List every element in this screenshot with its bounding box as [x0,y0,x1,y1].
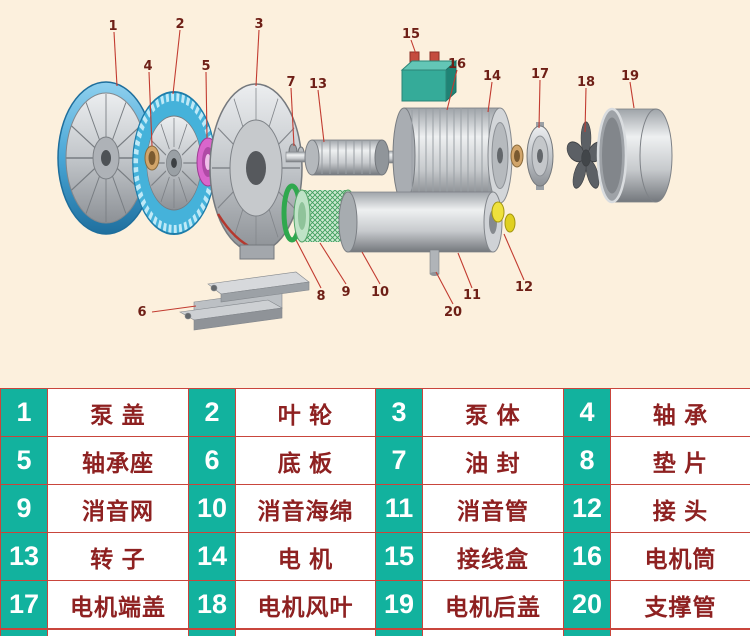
part-name-cell: 消音网 [48,485,189,533]
part-number-cell: 1 [1,389,48,437]
callout-5: 5 [201,59,210,74]
part-name-cell: 轴承座 [48,437,189,485]
parts-table-partial-row [0,629,750,636]
part-muffler-pipe [338,191,503,253]
part-number-cell: 13 [1,533,48,581]
part-pump-cover [57,81,155,235]
callout-18: 18 [577,75,595,90]
part-name-cell [236,630,376,636]
part-name-cell: 转 子 [48,533,189,581]
part-number-cell: 17 [1,581,48,629]
part-name-cell: 支撑管 [611,581,750,629]
part-number-cell [189,630,236,636]
callout-4: 4 [143,59,152,74]
part-number-cell: 11 [376,485,423,533]
part-name-cell: 电机端盖 [48,581,189,629]
part-rotor [285,139,404,176]
part-bearing-rear [510,144,524,168]
callout-19: 19 [621,69,639,84]
part-number-cell: 9 [1,485,48,533]
part-number-cell: 12 [564,485,611,533]
part-name-cell: 底 板 [236,437,376,485]
part-joint [491,201,516,233]
part-name-cell: 电 机 [236,533,376,581]
callout-16: 16 [448,57,466,72]
callout-6: 6 [137,305,146,320]
part-number-cell [564,630,611,636]
part-base-plate [179,271,310,331]
callout-13: 13 [309,77,327,92]
parts-table: 1 泵 盖 2 叶 轮 3 泵 体 4 轴 承 5 轴承座 6 底 板 7 油 … [0,388,750,629]
part-name-cell [423,630,564,636]
part-number-cell: 20 [564,581,611,629]
part-name-cell [48,630,189,636]
part-name-cell: 消音管 [423,485,564,533]
part-number-cell: 10 [189,485,236,533]
part-number-cell: 16 [564,533,611,581]
part-number-cell: 6 [189,437,236,485]
exploded-diagram-svg: 1 2 3 4 5 6 7 8 9 10 11 12 13 14 15 16 1… [57,17,673,331]
part-name-cell: 泵 体 [423,389,564,437]
part-number-cell: 8 [564,437,611,485]
part-number-cell [376,630,423,636]
callout-1: 1 [108,19,117,34]
callout-15: 15 [402,27,420,42]
exploded-diagram: 1 2 3 4 5 6 7 8 9 10 11 12 13 14 15 16 1… [57,17,673,331]
part-motor-fan [566,121,606,189]
part-name-cell: 消音海绵 [236,485,376,533]
callout-7: 7 [286,75,295,90]
part-pump-body [209,83,303,260]
part-name-cell [611,630,750,636]
callout-17: 17 [531,67,549,82]
part-name-cell: 叶 轮 [236,389,376,437]
part-name-cell: 电机筒 [611,533,750,581]
part-number-cell: 4 [564,389,611,437]
callout-2: 2 [175,17,184,32]
part-number-cell: 2 [189,389,236,437]
part-name-cell: 电机风叶 [236,581,376,629]
callout-9: 9 [341,285,350,300]
part-motor [392,107,513,211]
callout-10: 10 [371,285,389,300]
callout-numbers: 1 2 3 4 5 6 7 8 9 10 11 12 13 14 15 16 1… [108,17,639,320]
callout-12: 12 [515,280,533,295]
part-name-cell: 轴 承 [611,389,750,437]
part-name-cell: 泵 盖 [48,389,189,437]
part-support-pipe [429,249,440,276]
part-number-cell: 18 [189,581,236,629]
part-motor-rear-cover [596,107,673,204]
part-number-cell [1,630,48,636]
part-bearing-front [144,145,160,171]
callout-3: 3 [254,17,263,32]
callout-14: 14 [483,69,501,84]
leader-lines [113,29,635,313]
part-number-cell: 15 [376,533,423,581]
callout-8: 8 [316,289,325,304]
part-name-cell: 接 头 [611,485,750,533]
part-name-cell: 垫 片 [611,437,750,485]
part-number-cell: 19 [376,581,423,629]
part-motor-end-cover [526,122,554,190]
part-number-cell: 14 [189,533,236,581]
part-number-cell: 3 [376,389,423,437]
part-name-cell: 油 封 [423,437,564,485]
callout-20: 20 [444,305,462,320]
part-name-cell: 电机后盖 [423,581,564,629]
callout-11: 11 [463,288,481,303]
part-number-cell: 7 [376,437,423,485]
part-number-cell: 5 [1,437,48,485]
part-name-cell: 接线盒 [423,533,564,581]
part-junction-box [400,51,458,103]
